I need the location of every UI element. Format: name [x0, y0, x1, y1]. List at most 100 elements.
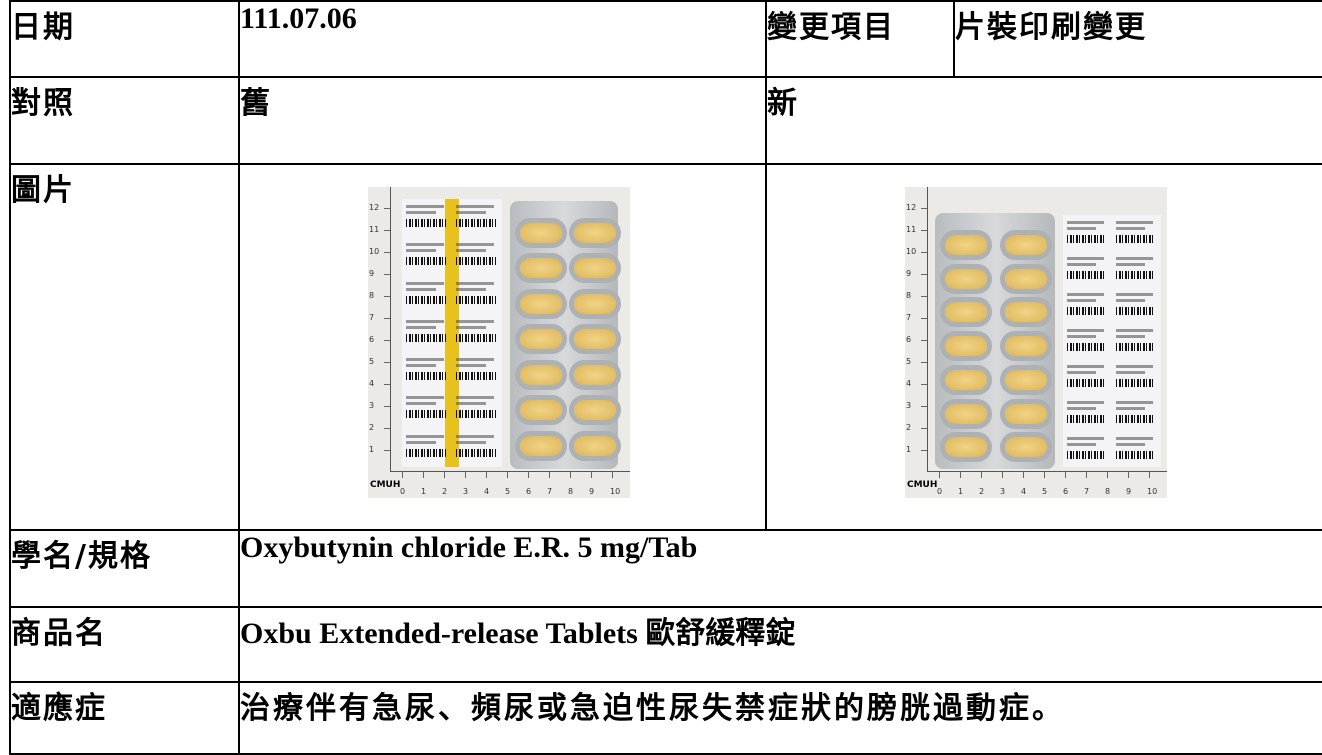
ruler-number: 2: [442, 487, 448, 496]
foil-barcode: [406, 257, 446, 266]
foil-text: [456, 325, 486, 329]
indication-value: 治療伴有急尿、頻尿或急迫性尿失禁症狀的膀胱過動症。: [238, 681, 1322, 755]
tablet: [1005, 369, 1047, 390]
tablet: [520, 258, 562, 279]
foil-text: [1116, 329, 1153, 332]
foil-text: [1116, 407, 1145, 410]
ruler-tick: [423, 472, 424, 478]
ruler-tick: [981, 472, 982, 478]
tablet: [1005, 268, 1047, 289]
ruler-number: 4: [369, 379, 375, 388]
foil-print-side: [402, 199, 502, 467]
ruler-number: 10: [906, 247, 917, 256]
foil-text: [1067, 407, 1096, 410]
ruler-number: 9: [589, 487, 595, 496]
foil-text: [1067, 221, 1104, 224]
foil-text: [406, 287, 436, 291]
foil-barcode: [456, 410, 496, 419]
foil-text: [1116, 293, 1153, 296]
ruler-tick: [384, 450, 390, 451]
ruler-number: 7: [369, 313, 375, 322]
compare-new: 新: [765, 76, 1322, 165]
foil-text: [1116, 263, 1145, 266]
ruler-number: 6: [1063, 487, 1069, 496]
foil-text: [1116, 437, 1153, 440]
ruler-tick: [591, 472, 592, 478]
foil-text: [1067, 257, 1104, 260]
tablet: [574, 293, 616, 314]
ruler-number: 9: [369, 269, 375, 278]
foil-barcode: [456, 295, 496, 304]
date-value: 111.07.06: [238, 0, 767, 78]
foil-text: [456, 243, 494, 247]
compare-label: 對照: [9, 76, 240, 165]
ruler-number: 6: [906, 335, 912, 344]
ruler-number: 4: [1021, 487, 1027, 496]
ruler-tick: [612, 472, 613, 478]
ruler-tick: [921, 340, 927, 341]
ruler-number: 1: [421, 487, 427, 496]
ruler-tick: [939, 472, 940, 478]
foil-barcode: [1067, 451, 1106, 459]
ruler-brand-mark: CMUH: [907, 480, 938, 490]
change-item-value: 片裝印刷變更: [953, 0, 1322, 78]
ruler-number: 10: [1147, 487, 1158, 496]
foil-text: [1067, 227, 1096, 230]
ruler-tick: [921, 406, 927, 407]
ruler-tick: [384, 362, 390, 363]
ruler-number: 1: [369, 445, 375, 454]
foil-barcode: [406, 295, 446, 304]
foil-text: [456, 205, 494, 208]
ruler-tick: [921, 318, 927, 319]
ruler-number: 11: [906, 225, 917, 234]
tablet: [574, 329, 616, 350]
foil-text: [1067, 299, 1096, 302]
foil-barcode: [1116, 379, 1155, 387]
ruler-tick: [1044, 472, 1045, 478]
ruler-tick: [921, 296, 927, 297]
ruler-number: 2: [979, 487, 985, 496]
generic-label: 學名/規格: [9, 529, 240, 608]
foil-print-side: [1063, 215, 1161, 467]
ruler-tick: [921, 274, 927, 275]
foil-barcode: [406, 372, 446, 381]
ruler-number: 11: [369, 225, 380, 234]
ruler-tick: [402, 472, 403, 478]
ruler-number: 3: [906, 401, 912, 410]
tablet: [574, 435, 616, 456]
foil-barcode: [406, 410, 446, 419]
ruler-tick: [921, 428, 927, 429]
tablet: [520, 435, 562, 456]
ruler-tick: [960, 472, 961, 478]
ruler-number: 5: [1042, 487, 1048, 496]
foil-text: [456, 319, 494, 323]
foil-text: [1116, 371, 1145, 374]
foil-text: [1116, 443, 1145, 446]
foil-text: [1116, 299, 1145, 302]
ruler-tick: [528, 472, 529, 478]
foil-text: [406, 434, 444, 438]
ruler-number: 6: [369, 335, 375, 344]
ruler-tick: [384, 252, 390, 253]
tablet: [945, 403, 987, 424]
ruler-tick: [444, 472, 445, 478]
foil-text: [1067, 371, 1096, 374]
ruler-tick: [921, 450, 927, 451]
tablet: [945, 302, 987, 323]
foil-text: [406, 402, 436, 406]
foil-text: [406, 211, 436, 214]
tablet: [1005, 336, 1047, 357]
foil-text: [1116, 401, 1153, 404]
date-label: 日期: [9, 0, 240, 78]
foil-barcode: [1116, 307, 1155, 315]
foil-text: [1067, 329, 1104, 332]
foil-text: [1116, 221, 1153, 224]
ruler-tick: [465, 472, 466, 478]
ruler-number: 10: [369, 247, 380, 256]
blister-pill-side: [510, 201, 618, 469]
ruler-tick: [1023, 472, 1024, 478]
ruler-number: 3: [369, 401, 375, 410]
yellow-print-band: [445, 199, 459, 467]
